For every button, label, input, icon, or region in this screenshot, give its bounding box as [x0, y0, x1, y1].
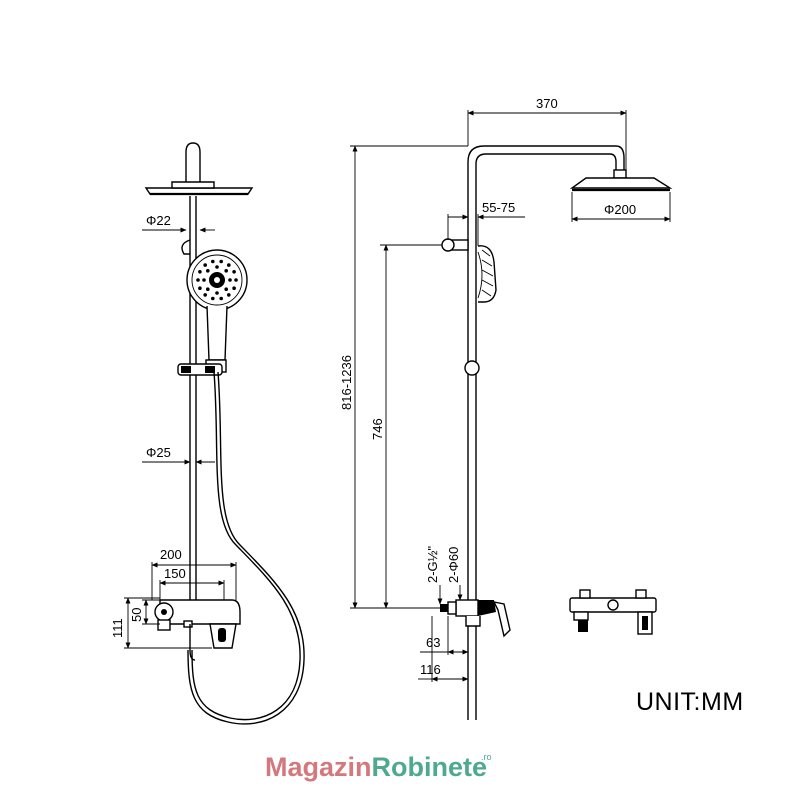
nozzle-dot — [206, 269, 210, 273]
nozzle-dot — [211, 296, 215, 301]
nozzle-dot — [234, 278, 238, 282]
nozzle-dot — [202, 278, 206, 282]
mixer-top-view — [569, 589, 657, 635]
nozzle-dot — [227, 293, 231, 297]
dim-label-746: 746 — [370, 418, 385, 440]
front-hand-shower — [186, 249, 248, 373]
watermark-logo: MagazinRobinete.ro — [265, 752, 498, 783]
watermark-tld: .ro — [481, 752, 492, 762]
side-hand-shower — [441, 238, 497, 303]
dim-label-200-front: 200 — [160, 547, 182, 562]
dim-label-60: 2-Φ60 — [446, 547, 461, 583]
nozzle-dot — [211, 259, 215, 264]
watermark-part1: Magazin — [265, 752, 372, 782]
nozzle-dot — [196, 278, 200, 282]
side-view: 370 55-75 Φ200 816-1236 746 2-G½" 2-Φ60 … — [339, 96, 673, 720]
front-view: Φ22 Φ25 200 150 50 111 — [110, 142, 305, 725]
nozzle-dot — [232, 286, 236, 291]
dim-label-111: 111 — [110, 618, 125, 638]
dim-label-25: Φ25 — [146, 445, 171, 460]
dim-label-50: 50 — [129, 608, 144, 622]
front-hose — [191, 371, 301, 721]
side-slide-knob — [464, 360, 480, 376]
nozzle-dot — [224, 269, 228, 273]
watermark-part2: Robinete — [371, 752, 488, 782]
nozzle-dot — [219, 296, 223, 301]
dim-label-55-75: 55-75 — [482, 200, 515, 215]
front-slide-holder — [177, 363, 223, 376]
nozzle-dot — [224, 287, 228, 292]
dim-label-116: 116 — [420, 662, 441, 677]
nozzle-dot — [215, 291, 219, 295]
nozzle-dot — [232, 270, 236, 274]
nozzle-dot — [203, 263, 207, 267]
dim-label-g-half: 2-G½" — [425, 545, 440, 583]
nozzle-dot — [206, 287, 210, 292]
nozzle-dot — [227, 263, 231, 267]
dim-label-816-1236: 816-1236 — [339, 355, 354, 410]
nozzle-dot — [228, 278, 232, 282]
dim-label-150: 150 — [164, 566, 186, 581]
nozzle-dot — [203, 293, 207, 297]
dim-label-22: Φ22 — [146, 213, 171, 228]
front-top-arm — [185, 142, 201, 182]
front-mixer — [154, 599, 241, 661]
unit-label: UNIT:MM — [636, 688, 744, 716]
nozzle-dot — [198, 286, 202, 291]
dim-label-370: 370 — [536, 96, 558, 111]
side-mixer — [440, 599, 511, 638]
dim-label-63: 63 — [426, 635, 440, 650]
side-riser-arm — [467, 145, 625, 720]
nozzle-dot — [215, 265, 219, 269]
nozzle-dot — [219, 259, 223, 264]
nozzle-dot — [198, 270, 202, 274]
side-rain-head — [569, 169, 673, 192]
dim-label-200-head: Φ200 — [604, 202, 636, 217]
